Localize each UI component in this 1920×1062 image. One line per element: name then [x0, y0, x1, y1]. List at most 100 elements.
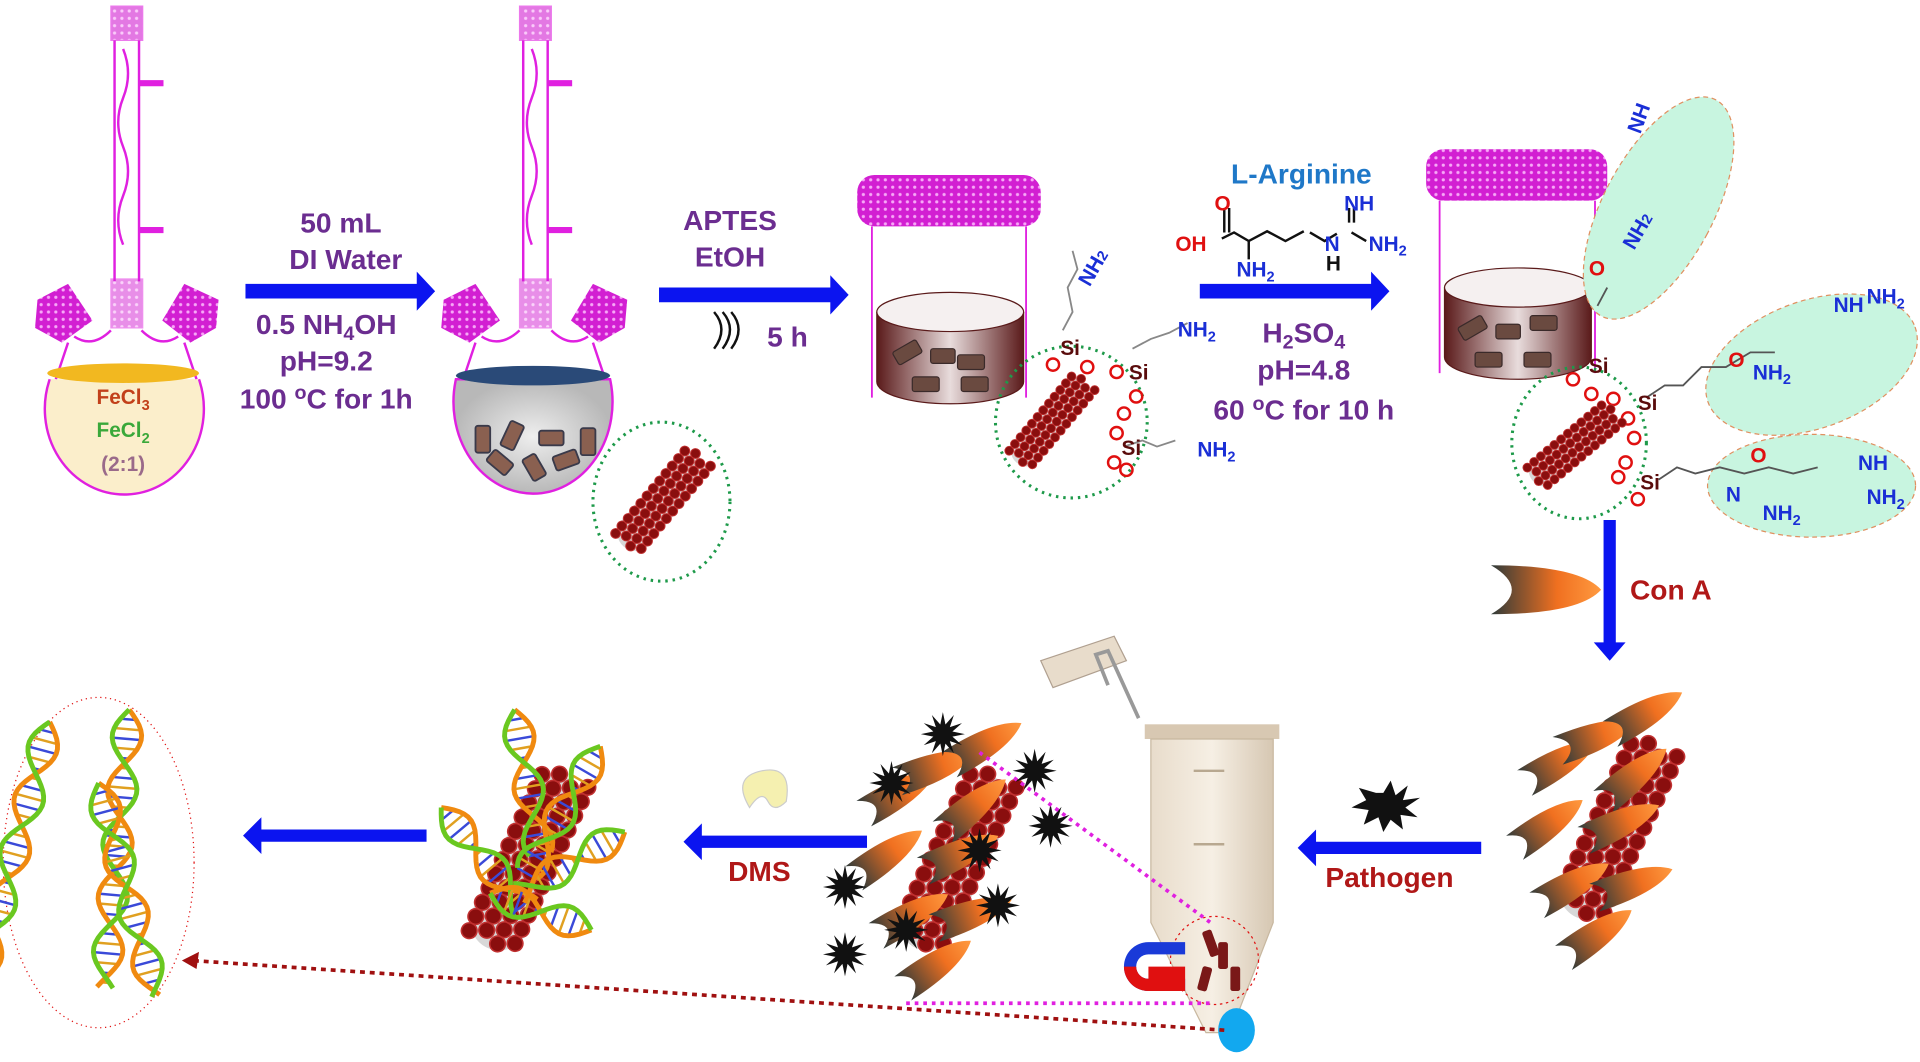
arginine-amine-label: NH2	[1867, 285, 1905, 312]
base-label: 0.5 NH4OH	[256, 309, 397, 345]
pathogen-icon	[920, 712, 965, 757]
silicon-label: Si	[1640, 471, 1660, 494]
dna-backbone	[514, 744, 602, 869]
acid-label: H2SO4	[1262, 318, 1345, 354]
pathogen-label: Pathogen	[1325, 862, 1453, 893]
base-pair	[540, 863, 557, 889]
dna-backbone	[488, 891, 594, 932]
base-pair	[513, 783, 543, 791]
magnetic-nanorod	[1004, 371, 1100, 470]
dotted-arrow-head	[181, 951, 199, 970]
magnetic-nanorod	[610, 445, 716, 554]
silicon-label: Si	[1589, 355, 1609, 378]
base-pair	[108, 863, 135, 873]
base-pair	[584, 841, 598, 862]
base-pair	[28, 755, 51, 764]
con-a-crescent	[942, 722, 1022, 778]
nanoparticle	[1608, 413, 1618, 424]
amine-chains: NH2 NH2 NH2 Si Si Si	[1045, 249, 1235, 478]
sonication-icon	[713, 311, 740, 350]
dna-strands	[438, 707, 628, 939]
nanoparticle	[1076, 373, 1086, 384]
imine-label: NH	[1344, 192, 1374, 215]
nanoparticle	[1066, 371, 1077, 382]
hydrogen-label: H	[1326, 252, 1341, 275]
dna-backbone	[502, 708, 546, 858]
amine-label: NH2	[1369, 233, 1407, 260]
oxygen-label: O	[1728, 349, 1744, 372]
base-pair	[475, 851, 495, 869]
arrow-left-3	[243, 817, 427, 855]
dna-backbone	[88, 781, 165, 998]
base-pair	[502, 886, 515, 913]
base-pair	[91, 806, 121, 817]
pathogen-icon	[884, 907, 929, 952]
base-pair	[572, 763, 599, 781]
base-pair	[549, 905, 560, 928]
base-pair	[511, 889, 524, 918]
base-pair	[90, 797, 117, 807]
silicon-label: Si	[1122, 437, 1142, 460]
base-pair	[448, 819, 473, 841]
zoom-circle-1	[591, 420, 732, 583]
pathogen-icon	[1012, 748, 1057, 793]
dna-backbone	[97, 781, 162, 997]
oxygen-label: O	[1589, 257, 1605, 280]
oxygen-label: O	[1750, 444, 1766, 467]
pathogen-icon	[975, 883, 1020, 928]
magnetic-nanorod	[1522, 400, 1627, 490]
base-pair	[515, 773, 538, 781]
base-pair	[95, 960, 119, 966]
pathogen-icon	[1028, 803, 1073, 848]
aptes-label: APTES	[683, 205, 777, 236]
base-pair	[15, 792, 44, 803]
oxygen-label: O	[1214, 192, 1230, 215]
nanoparticle	[1639, 734, 1658, 753]
base-pair	[544, 814, 569, 831]
base-pair	[20, 783, 44, 793]
nitrogen-label: N	[1325, 233, 1340, 256]
temperature-label-2: 60 oC for 10 h	[1213, 393, 1394, 426]
con-a-coating	[845, 722, 1022, 1001]
con-a-crescent	[1555, 910, 1632, 970]
arginine-amine-label: NH2	[1867, 486, 1905, 513]
silicon-label: Si	[1129, 361, 1149, 384]
magnet-icon	[1123, 942, 1186, 992]
nanoparticle	[1605, 404, 1616, 415]
base-pair	[578, 755, 603, 772]
pathogen-icon	[957, 828, 1002, 873]
amine-label: NH2	[1237, 259, 1275, 286]
base-pair	[516, 792, 544, 800]
base-pair	[0, 896, 16, 907]
con-a-crescent	[891, 750, 976, 796]
dna-helix	[488, 884, 594, 939]
base-pair	[112, 775, 135, 781]
con-a-crescent	[894, 940, 971, 1001]
base-pair	[93, 950, 123, 956]
base-pair	[3, 840, 31, 850]
con-a-coating	[1506, 692, 1683, 970]
pathogen-icon	[822, 865, 868, 910]
volume-label: 50 mL	[300, 207, 381, 238]
arginine-amine-label: NH2	[1763, 502, 1801, 529]
ph-label-2: pH=4.8	[1257, 354, 1350, 385]
base-pair	[570, 773, 591, 787]
arginine-bubbles: N NH2 NH NH2 O NH2 NH NH2 O NH2 NH O Si …	[1565, 96, 1918, 538]
base-pair	[112, 736, 142, 742]
sonication-time: 5 h	[767, 321, 808, 352]
con-a-crescent	[1552, 720, 1636, 765]
arginine-imine-label: NH	[1858, 452, 1888, 475]
base-pair	[505, 734, 535, 743]
dna-backbone	[0, 719, 52, 983]
base-pair	[0, 906, 13, 916]
arginine-imine-label: NH	[1834, 294, 1864, 317]
beaker-aptes	[857, 174, 1041, 405]
nanoparticle	[979, 765, 997, 783]
flask-reflux-2	[441, 5, 628, 495]
base-pair	[136, 967, 163, 977]
base-pair	[119, 910, 149, 921]
base-pair	[0, 887, 16, 897]
temperature-label-1: 100 oC for 1h	[240, 382, 413, 415]
pathogen-icon	[869, 761, 914, 806]
